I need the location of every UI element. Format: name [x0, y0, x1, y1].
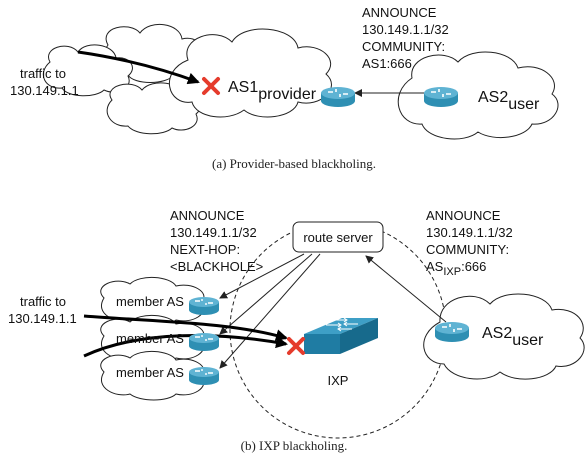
provider-label: AS1provider [228, 79, 317, 103]
member-label-2: member AS [116, 331, 184, 346]
blackhole-x-icon-b [287, 337, 305, 355]
traffic-arrow-b2 [83, 334, 288, 358]
route-server-box [292, 221, 384, 253]
ixp-switch-icon [304, 317, 378, 354]
traffic-arrow-b1 [83, 314, 288, 342]
right-community-value: ASIXP:666 [426, 259, 486, 278]
member-label-3: member AS [116, 365, 184, 380]
route-server-label: route server [303, 230, 373, 245]
cloud-as2-user-b [423, 293, 585, 380]
router-icon-user-b [435, 322, 469, 342]
cloud-as2-user-a [397, 51, 559, 140]
router-icon-user-a [424, 87, 458, 107]
right-announce-text: ANNOUNCE 130.149.1.1/32 COMMUNITY: [426, 208, 516, 257]
rs-arrow-member-3 [219, 253, 321, 369]
rs-arrow-member-1 [219, 253, 305, 299]
user-label-b: AS2user [482, 325, 544, 349]
blackhole-x-icon-a [202, 77, 220, 95]
router-icon-member-1 [189, 297, 219, 315]
figure-b: route server [8, 208, 585, 453]
member-label-1: member AS [116, 294, 184, 309]
user-label-a: AS2user [478, 89, 540, 113]
announce-text-a: ANNOUNCE 130.149.1.1/32 COMMUNITY: AS1:6… [362, 5, 452, 71]
router-icon-member-3 [189, 367, 219, 385]
caption-a: (a) Provider-based blackholing. [212, 156, 376, 171]
caption-b: (b) IXP blackholing. [241, 438, 348, 453]
rs-arrow-member-2 [219, 253, 313, 335]
cloud-cluster-left [42, 24, 332, 135]
figure-a: traffic to 130.149.1.1 AS1provider AS2us… [10, 5, 559, 171]
traffic-label-b: traffic to 130.149.1.1 [8, 294, 77, 326]
ixp-label: IXP [328, 373, 349, 388]
traffic-arrow-a [77, 50, 200, 85]
router-icon-member-2 [189, 333, 219, 351]
announce-arrow-user-to-rs [365, 255, 447, 323]
traffic-label-a: traffic to 130.149.1.1 [10, 66, 79, 98]
router-icon-provider [321, 87, 355, 107]
left-announce-text: ANNOUNCE 130.149.1.1/32 NEXT-HOP: <BLACK… [170, 208, 263, 274]
